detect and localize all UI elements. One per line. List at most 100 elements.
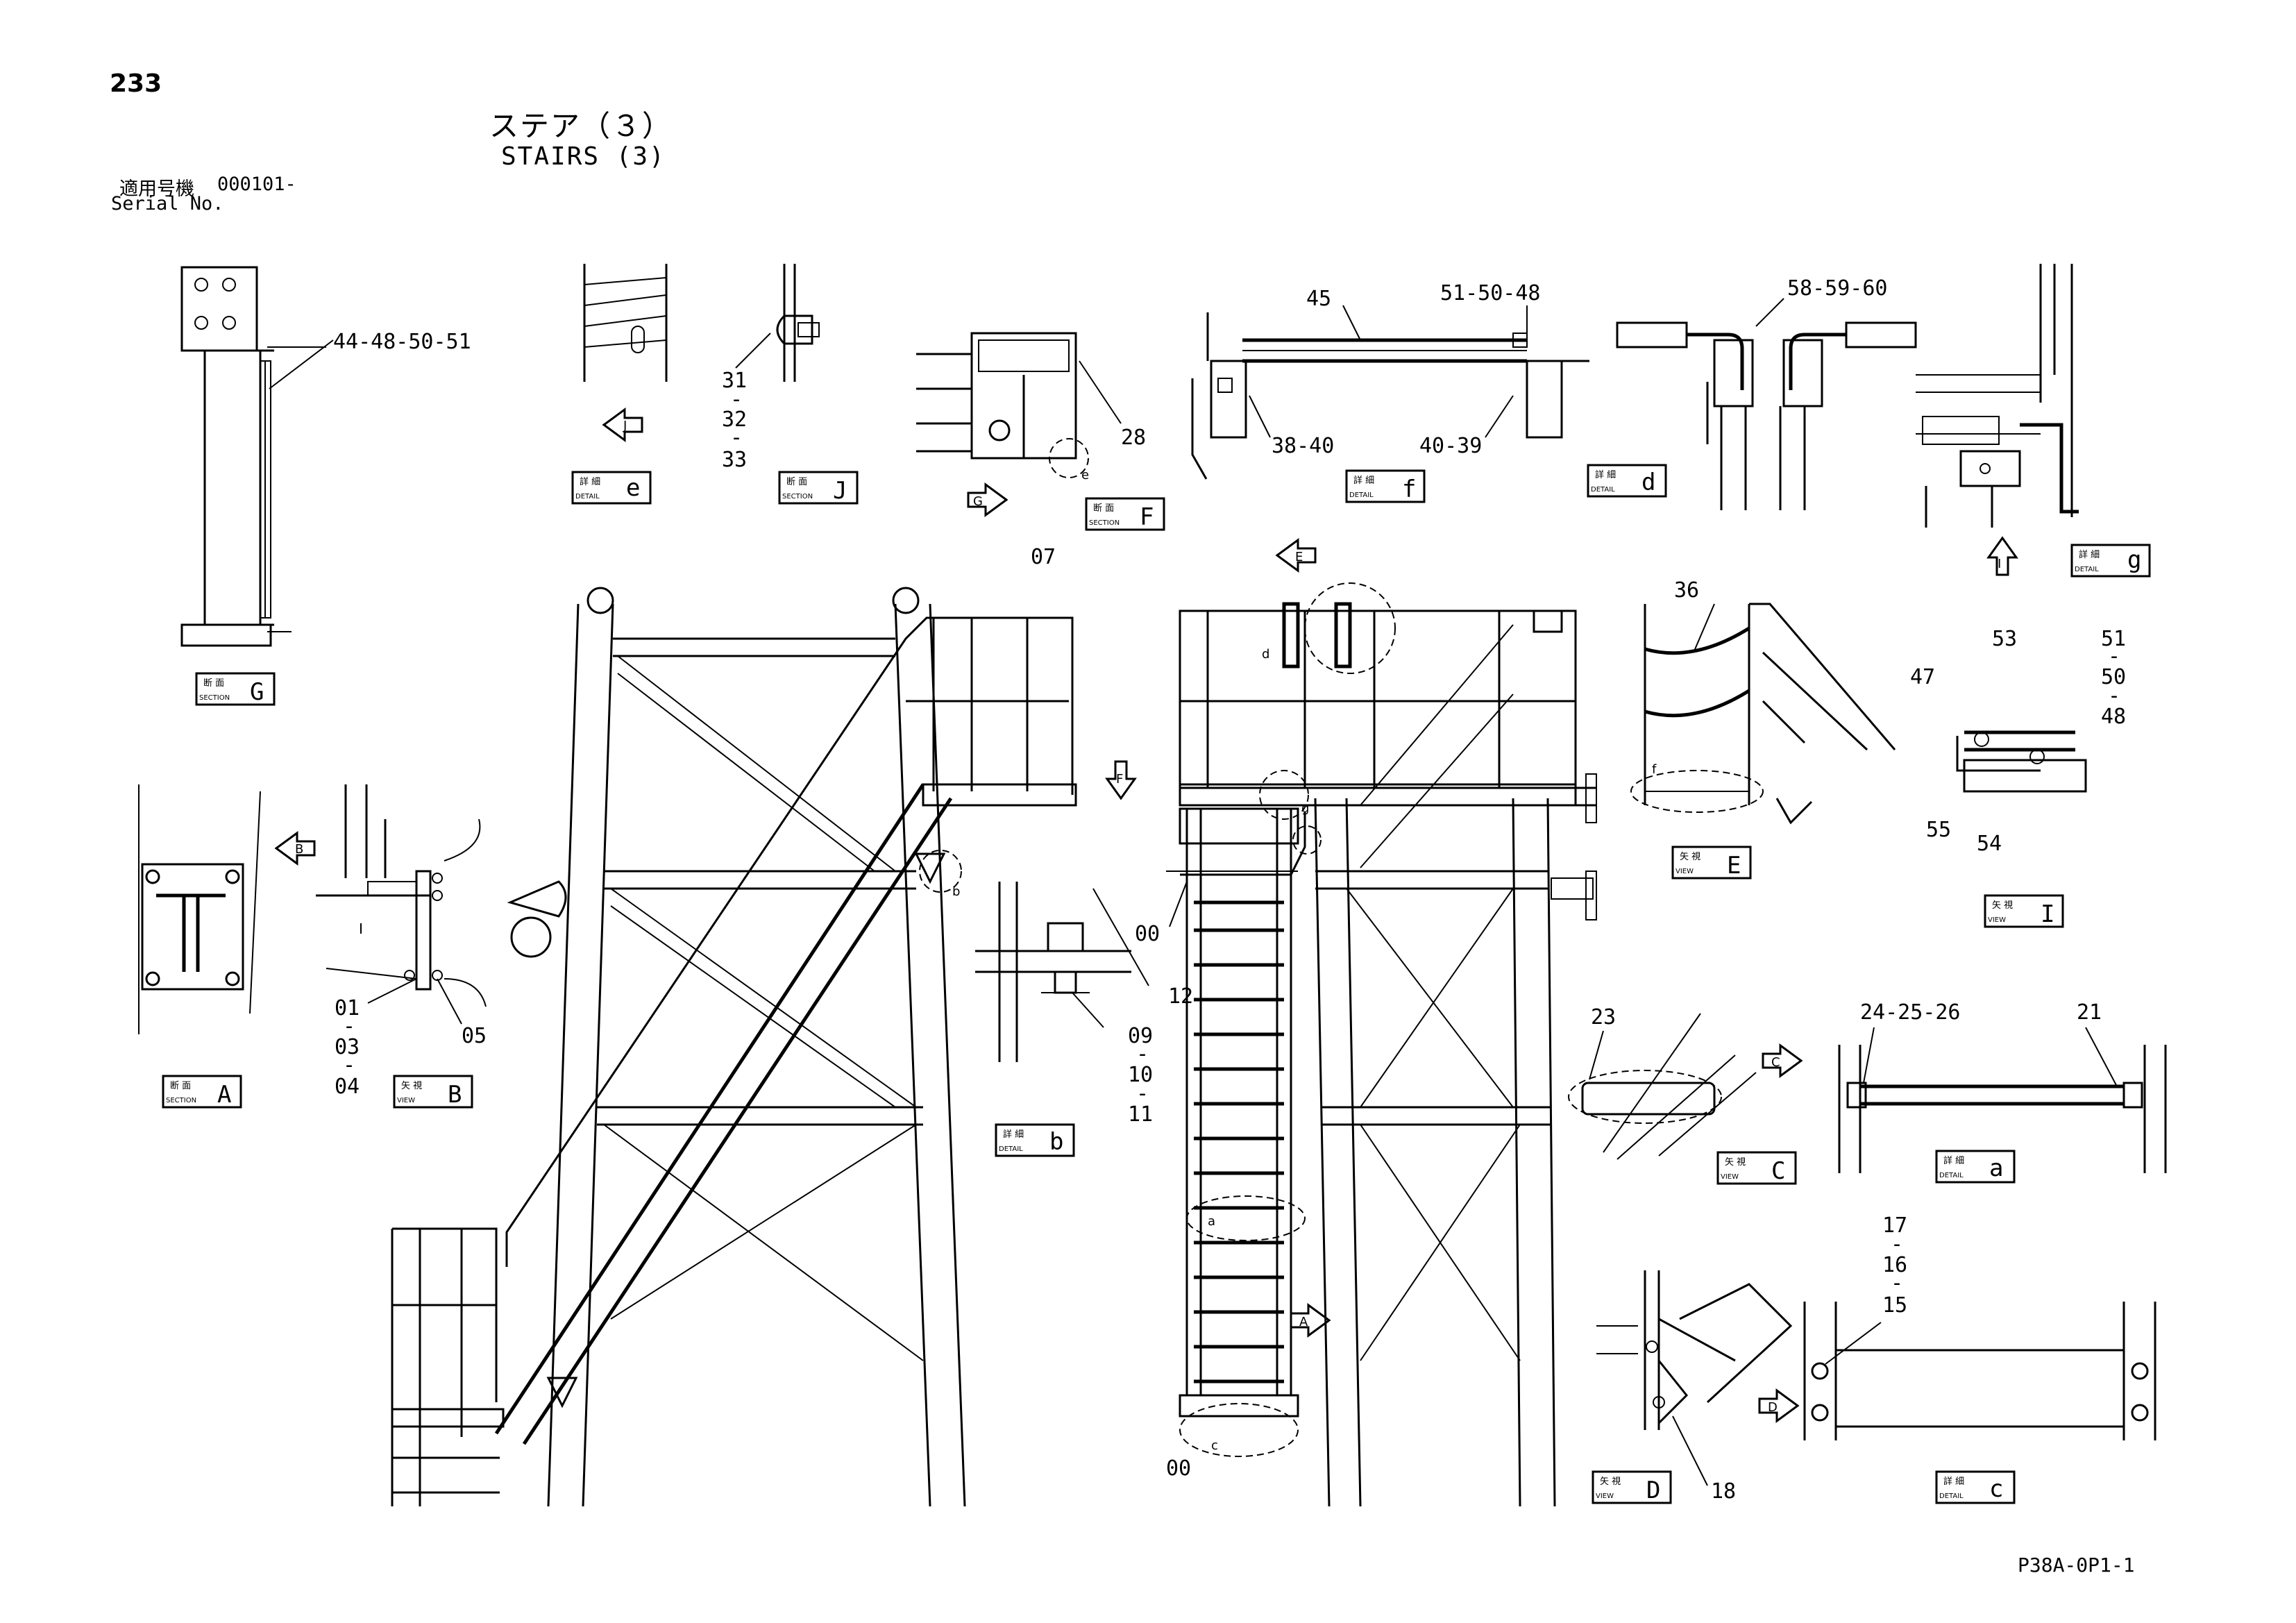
incline-stair-drawing [391,587,1077,1507]
leader-01 [367,978,417,1004]
leader-18 [1672,1415,1708,1486]
callout-dash: - [730,426,743,450]
svg-text:詳 細: 詳 細 [1353,475,1374,486]
view-d-drawing [1596,1270,1793,1430]
callout-24-25-26: 24-25-26 [1860,1000,1961,1025]
callout-dash: - [730,387,743,412]
callout-07: 07 [1031,545,1056,569]
view-e-drawing [1630,603,1896,825]
svg-text:断 面: 断 面 [170,1081,191,1091]
callout-05: 05 [462,1024,487,1048]
leader-05 [437,978,462,1025]
callout-50: 50 [2101,665,2126,689]
label-view-d: 矢 視 VIEW D [1592,1470,1672,1504]
callout-12: 12 [1168,984,1193,1009]
label-view-e: 矢 視 VIEW E [1671,846,1752,880]
svg-text:DETAIL: DETAIL [1939,1492,1964,1500]
callout-31: 31 [722,369,747,393]
svg-text:g: g [2127,546,2141,574]
svg-text:断 面: 断 面 [786,477,807,487]
callout-38-40: 38-40 [1272,434,1334,458]
svg-text:J: J [833,477,847,505]
svg-text:E: E [1727,852,1741,880]
svg-text:E: E [1295,550,1303,564]
callout-04: 04 [335,1075,360,1099]
view-arrow-j: J [602,407,643,442]
callout-45: 45 [1306,287,1331,311]
callout-17: 17 [1882,1213,1907,1238]
serial-number-value: 000101- [217,174,296,195]
serial-label-japanese: 適用号機 [119,178,194,200]
view-arrow-a: A [1290,1303,1331,1338]
detail-mark-g: g [1301,801,1309,816]
view-arrow-c: C [1762,1043,1803,1078]
svg-text:D: D [1768,1400,1778,1415]
section-g-drawing [180,266,326,647]
svg-text:SECTION: SECTION [199,694,230,702]
svg-text:C: C [1771,1055,1780,1070]
leader-45 [1342,305,1361,341]
label-section-f: 断 面 SECTION F [1085,497,1165,531]
svg-text:VIEW: VIEW [1988,916,2006,924]
svg-text:詳 細: 詳 細 [580,476,600,487]
leader-23 [1589,1030,1604,1080]
leader-00-upper [1169,881,1188,927]
callout-54: 54 [1977,832,2002,856]
callout-00-upper: 00 [1135,922,1160,946]
svg-text:I: I [1998,557,2001,571]
detail-mark-d: d [1262,647,1269,662]
svg-text:A: A [217,1081,231,1109]
view-arrow-i: I [1986,536,2018,576]
detail-d-drawing [1616,321,1917,510]
label-detail-f: 詳 細 DETAIL f [1345,469,1426,503]
callout-18: 18 [1711,1479,1736,1504]
view-arrow-g: G [967,482,1008,517]
callout-09: 09 [1128,1024,1153,1048]
svg-text:DETAIL: DETAIL [1939,1172,1964,1179]
label-view-b: 矢 視 VIEW B [393,1075,473,1109]
svg-text:G: G [250,678,264,706]
callout-11: 11 [1128,1102,1153,1127]
callout-55: 55 [1926,818,1951,842]
label-detail-a: 詳 細 DETAIL a [1935,1150,2016,1184]
serial-label-english: Serial No. [111,193,224,215]
svg-text:SECTION: SECTION [782,493,813,501]
svg-text:I: I [2041,900,2054,928]
detail-mark-a: a [1208,1214,1215,1229]
svg-text:詳 細: 詳 細 [1943,1155,1964,1166]
svg-text:F: F [1140,503,1154,531]
callout-48: 48 [2101,705,2126,729]
callout-dash: - [343,1053,355,1077]
view-arrow-b: B [274,831,316,866]
callout-dash: - [1136,1042,1149,1066]
callout-51-50-48-top: 51-50-48 [1440,281,1541,305]
leader-24-25-26 [1863,1027,1875,1084]
callout-40-39: 40-39 [1419,434,1482,458]
drawing-code: P38A-0P1-1 [2018,1554,2135,1576]
callout-dash: - [1136,1082,1149,1106]
callout-16: 16 [1882,1253,1907,1277]
detail-mark-c: c [1211,1438,1218,1453]
callout-dash: - [343,1014,355,1038]
callout-32: 32 [722,407,747,432]
leader-40-39 [1485,395,1514,438]
svg-text:C: C [1771,1157,1785,1185]
svg-text:J: J [623,419,627,433]
callout-dash: - [1891,1271,1903,1295]
svg-text:SECTION: SECTION [166,1097,196,1104]
svg-text:e: e [626,474,640,502]
detail-e-drawing [583,264,668,382]
page-title-japanese: ステア（３） [489,109,673,143]
svg-text:矢 視: 矢 視 [1725,1157,1746,1168]
label-view-i: 矢 視 VIEW I [1984,894,2064,928]
svg-text:b: b [1049,1128,1063,1156]
svg-text:DETAIL: DETAIL [575,493,600,501]
svg-text:d: d [1641,469,1655,496]
svg-text:B: B [448,1081,462,1109]
svg-text:詳 細: 詳 細 [1943,1476,1964,1487]
callout-00-lower: 00 [1166,1456,1191,1481]
detail-mark-b: b [952,884,960,899]
svg-text:矢 視: 矢 視 [401,1081,422,1091]
label-section-g: 断 面 SECTION G [195,672,276,706]
